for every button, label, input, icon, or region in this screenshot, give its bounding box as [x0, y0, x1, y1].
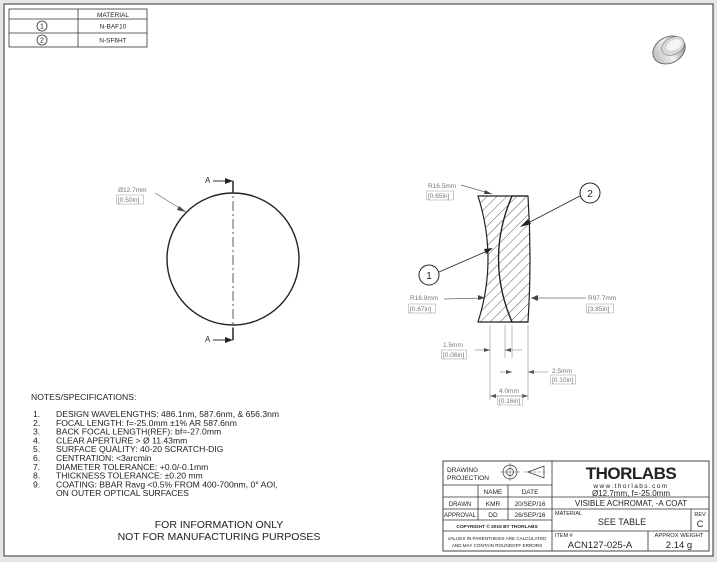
- disclaimer-line-2: NOT FOR MANUFACTURING PURPOSES: [118, 531, 321, 543]
- note-text-continued: ON OUTER OPTICAL SURFACES: [56, 488, 189, 498]
- note-text: FOCAL LENGTH: f=-25.0mm ±1% AR 587.6nm: [56, 418, 237, 428]
- material-row-1-value: N-BAF10: [100, 24, 127, 31]
- note-number: 3.: [33, 427, 40, 437]
- disclaimer-line-1: FOR INFORMATION ONLY: [155, 519, 284, 531]
- r3-in: [3.85in]: [588, 306, 610, 313]
- note-text: DIAMETER TOLERANCE: +0.0/-0.1mm: [56, 462, 208, 472]
- third-angle-projection-icon: [500, 463, 547, 481]
- t2-mm: 2.5mm: [552, 368, 572, 375]
- material-table-header: MATERIAL: [97, 12, 129, 19]
- note-number: 9.: [33, 479, 40, 489]
- note-text: THICKNESS TOLERANCE: ±0.20 mm: [56, 471, 203, 481]
- thorlabs-logo: THORLABS: [586, 464, 677, 483]
- drawn-label: DRAWN: [449, 502, 471, 508]
- t1-in: [0.06in]: [443, 352, 465, 359]
- material-value: SEE TABLE: [598, 517, 646, 527]
- t2-in: [0.10in]: [552, 377, 574, 384]
- notes-specifications: NOTES/SPECIFICATIONS: 1. DESIGN WAVELENGT…: [31, 392, 279, 498]
- note-number: 4.: [33, 435, 40, 445]
- front-view: A A Ø12.7mm [0.50in]: [116, 176, 300, 344]
- drawing-title-line-1: Ø12.7mm, f=-25.0mm: [592, 489, 670, 498]
- notes-heading: NOTES/SPECIFICATIONS:: [31, 392, 136, 402]
- drawn-name: KMR: [486, 501, 501, 508]
- material-label: MATERIAL: [555, 511, 582, 517]
- note-text: CLEAR APERTURE > Ø 11.43mm: [56, 435, 187, 445]
- values-note-2: AND MAY CONTAIN ROUNDOFF ERRORS: [452, 543, 542, 548]
- title-block: DRAWING PROJECTION NAME DATE DRAWN KMR 2…: [442, 460, 710, 552]
- approval-name: DD: [488, 512, 498, 519]
- rev-value: C: [697, 519, 704, 529]
- drawn-date: 20/SEP/16: [514, 501, 545, 508]
- diameter-in: [0.50in]: [118, 197, 140, 204]
- note-number: 6.: [33, 453, 40, 463]
- approval-date: 26/SEP/16: [514, 512, 545, 519]
- date-header: DATE: [522, 489, 540, 496]
- rev-label: REV: [694, 512, 706, 518]
- note-number: 7.: [33, 462, 40, 472]
- drawing-projection-label-2: PROJECTION: [447, 475, 489, 482]
- thorlabs-website: www.thorlabs.com: [592, 483, 668, 490]
- drawing-projection-label: DRAWING: [447, 467, 478, 474]
- section-label-top: A: [205, 176, 211, 185]
- drawing-title-line-2: VISIBLE ACHROMAT, -A COAT: [575, 499, 687, 508]
- values-note-1: VALUES IN PARENTHESIS ARE CALCULATED: [448, 536, 547, 541]
- note-number: 1.: [33, 409, 40, 419]
- material-row-2-item: 2: [40, 38, 44, 45]
- diameter-mm: Ø12.7mm: [118, 187, 147, 194]
- balloon-2: 2: [587, 189, 593, 200]
- note-number: 5.: [33, 444, 40, 454]
- item-label: ITEM #: [555, 533, 574, 539]
- note-text: COATING: BBAR Ravg <0.5% FROM 400-700nm,…: [56, 479, 278, 489]
- weight-value: 2.14 g: [666, 540, 692, 551]
- note-text: BACK FOCAL LENGTH(REF): bf=-27.0mm: [56, 427, 221, 437]
- material-row-2-value: N-SF6HT: [99, 38, 126, 45]
- r1-in: [0.65in]: [428, 193, 450, 200]
- r2-in: [0.67in]: [410, 306, 432, 313]
- note-text: CENTRATION: <3arcmin: [56, 453, 152, 463]
- r2-mm: R16.9mm: [410, 295, 438, 302]
- note-number: 2.: [33, 418, 40, 428]
- ct-mm: 4.0mm: [499, 388, 519, 395]
- material-row-1-item: 1: [40, 24, 44, 31]
- r1-mm: R16.5mm: [428, 183, 456, 190]
- name-header: NAME: [484, 489, 503, 496]
- balloon-1: 1: [426, 271, 432, 282]
- disclaimer: FOR INFORMATION ONLY NOT FOR MANUFACTURI…: [118, 519, 321, 543]
- ct-in: [0.16in]: [499, 398, 521, 405]
- weight-label: APPROX WEIGHT: [655, 533, 704, 539]
- note-number: 8.: [33, 471, 40, 481]
- note-text: SURFACE QUALITY: 40-20 SCRATCH-DIG: [56, 444, 224, 454]
- r3-mm: R97.7mm: [588, 295, 616, 302]
- copyright-note: COPYRIGHT © 2016 BY THORLABS: [456, 523, 538, 530]
- note-text: DESIGN WAVELENGTHS: 486.1nm, 587.6nm, & …: [56, 409, 279, 419]
- t1-mm: 1.5mm: [443, 342, 463, 349]
- approval-label: APPROVAL: [444, 513, 477, 519]
- material-table: MATERIAL 1 N-BAF10 2 N-SF6HT: [8, 8, 148, 48]
- lens-thumbnail: [652, 35, 686, 65]
- section-label-bottom: A: [205, 335, 211, 344]
- section-view: R16.5mm [0.65in] R16.9mm [0.67in] R97.7m…: [408, 182, 616, 406]
- item-value: ACN127-025-A: [568, 540, 633, 551]
